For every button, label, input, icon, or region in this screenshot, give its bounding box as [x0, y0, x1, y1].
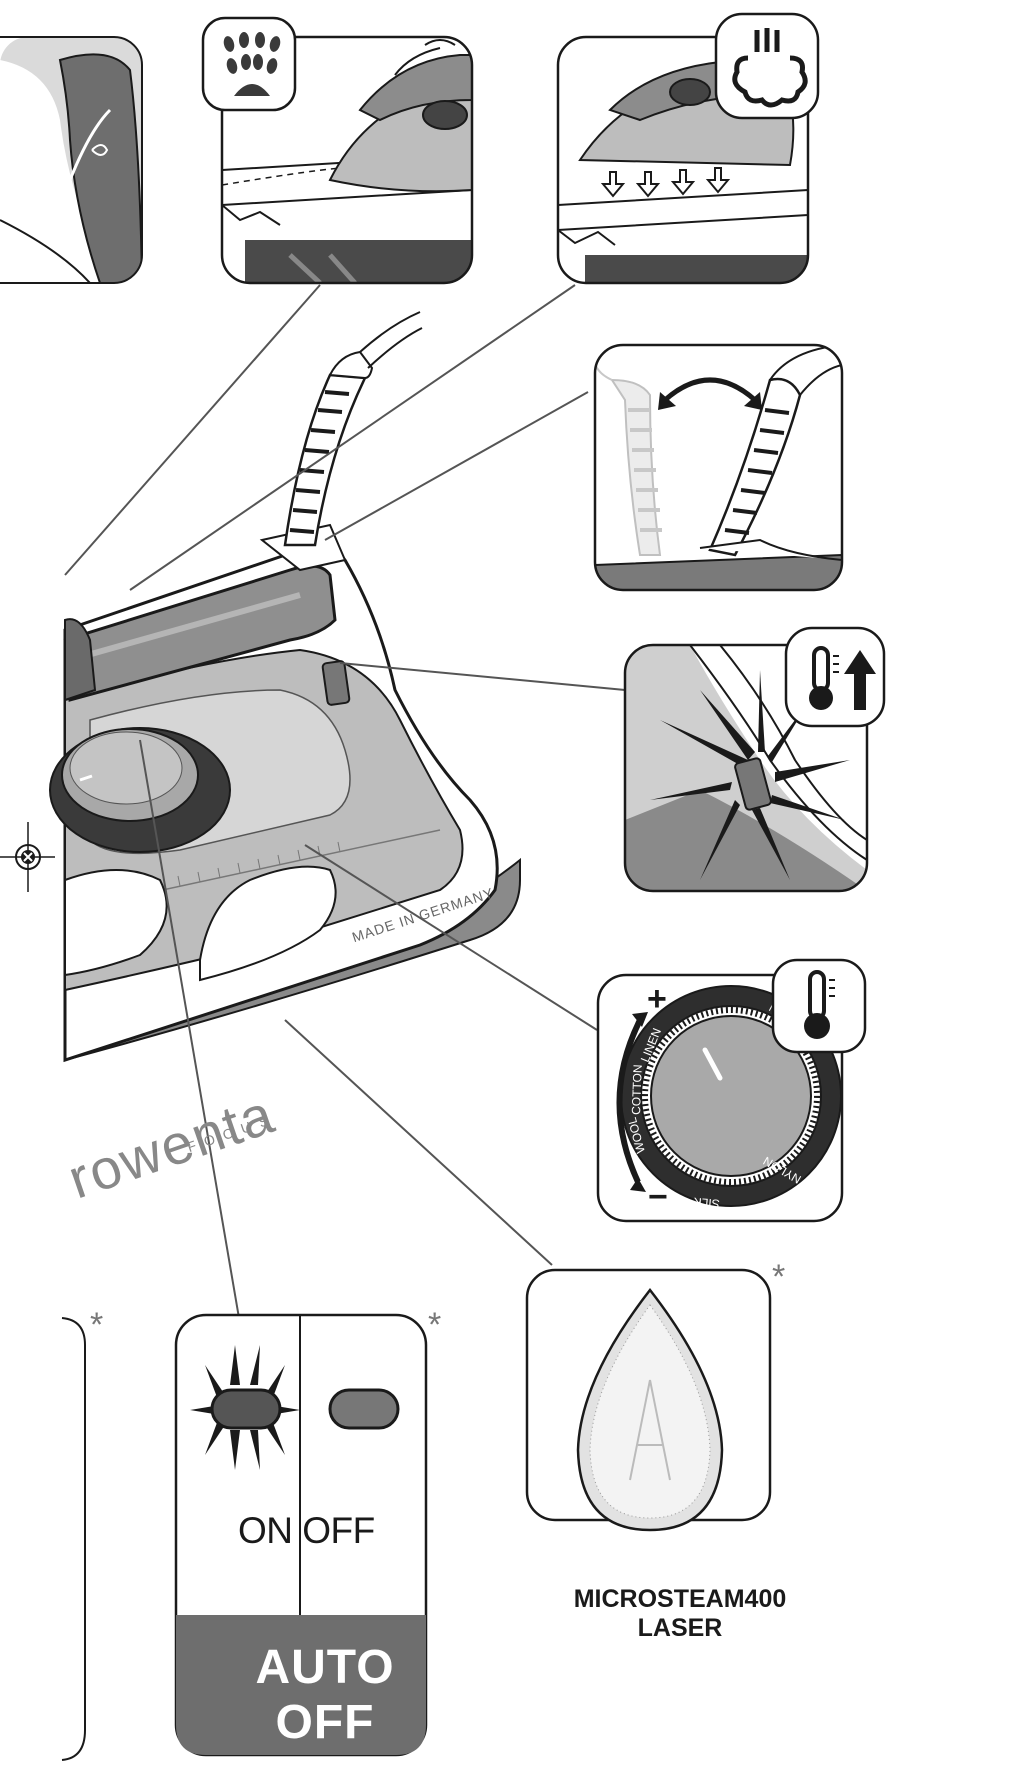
panel-heating-indicator: [623, 626, 886, 893]
on-off-label: ON OFF: [238, 1510, 375, 1551]
registration-mark-icon: [0, 822, 55, 892]
steam-burst-icon: [732, 28, 808, 108]
dial-plus-label: +: [647, 980, 667, 1018]
iron-illustration: [49, 311, 521, 1063]
dial-setting-cotton: COTTON: [629, 1064, 645, 1115]
spray-icon: [223, 32, 281, 96]
panel-cord-storage: [0, 36, 143, 284]
soleplate-asterisk: *: [772, 1258, 786, 1296]
dial-setting-silk: SILK: [693, 1195, 720, 1211]
dial-minus-label: −: [648, 1178, 668, 1216]
partial-panel-asterisk: *: [90, 1306, 104, 1344]
thermometer-up-icon: [809, 646, 876, 710]
thermometer-icon: [804, 970, 835, 1039]
panel-auto-off: [174, 1313, 428, 1757]
panel-temperature-dial: MIN LINEN COTTON WOOL SILK NYLON + −: [596, 958, 867, 1223]
panel-cord-swivel: [593, 343, 844, 592]
panel-partial-bottom-left: [61, 1317, 86, 1761]
soleplate-name-line2: LASER: [637, 1614, 723, 1642]
panel-soleplate: [525, 1268, 772, 1532]
soleplate-name-line1: MICROSTEAM400: [573, 1585, 787, 1613]
auto-off-title: AUTO OFF: [255, 1641, 395, 1749]
leader-lines: [64, 284, 626, 1354]
auto-off-asterisk: *: [428, 1306, 442, 1344]
panel-steam-burst: [556, 12, 820, 285]
panel-spray: [201, 16, 474, 285]
